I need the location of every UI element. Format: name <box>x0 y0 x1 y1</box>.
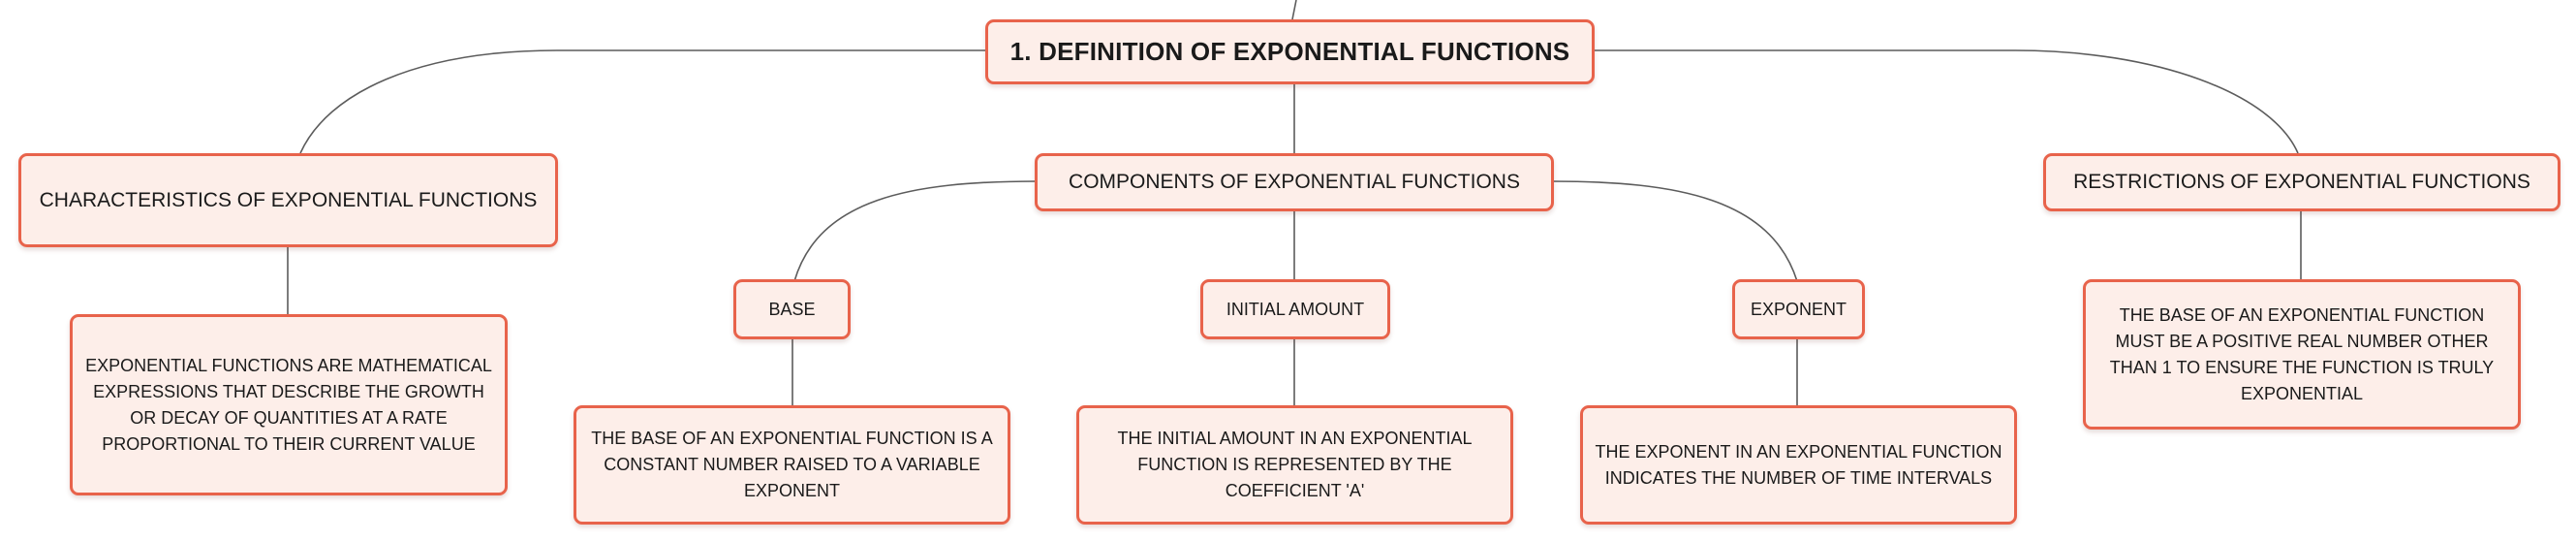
characteristics-detail-text: EXPONENTIAL FUNCTIONS ARE MATHEMATICAL E… <box>85 355 492 454</box>
initial-amount-node[interactable]: INITIAL AMOUNT <box>1200 279 1390 339</box>
root-topic-label: 1. DEFINITION OF EXPONENTIAL FUNCTIONS <box>1009 37 1570 66</box>
characteristics-label: CHARACTERISTICS OF EXPONENTIAL FUNCTIONS <box>39 188 538 211</box>
restrictions-detail-node[interactable]: THE BASE OF AN EXPONENTIAL FUNCTION MUST… <box>2083 279 2521 430</box>
components-node[interactable]: COMPONENTS OF EXPONENTIAL FUNCTIONS <box>1035 153 1554 211</box>
exponent-detail-text: THE EXPONENT IN AN EXPONENTIAL FUNCTION … <box>1595 441 2002 488</box>
exponent-detail-node[interactable]: THE EXPONENT IN AN EXPONENTIAL FUNCTION … <box>1580 405 2017 525</box>
base-detail-node[interactable]: THE BASE OF AN EXPONENTIAL FUNCTION IS A… <box>574 405 1010 525</box>
initial-amount-detail-text: THE INITIAL AMOUNT IN AN EXPONENTIAL FUN… <box>1117 429 1473 500</box>
base-node[interactable]: BASE <box>733 279 851 339</box>
connector-root-to-restrictions <box>1594 49 2299 154</box>
base-detail-text: THE BASE OF AN EXPONENTIAL FUNCTION IS A… <box>591 429 993 500</box>
components-label: COMPONENTS OF EXPONENTIAL FUNCTIONS <box>1069 171 1520 193</box>
initial-amount-detail-node[interactable]: THE INITIAL AMOUNT IN AN EXPONENTIAL FUN… <box>1076 405 1513 525</box>
characteristics-node[interactable]: CHARACTERISTICS OF EXPONENTIAL FUNCTIONS <box>18 153 558 247</box>
restrictions-node[interactable]: RESTRICTIONS OF EXPONENTIAL FUNCTIONS <box>2043 153 2560 211</box>
connector-components-to-exponent <box>1551 180 1798 282</box>
restrictions-label: RESTRICTIONS OF EXPONENTIAL FUNCTIONS <box>2073 171 2530 193</box>
exponent-node[interactable]: EXPONENT <box>1732 279 1865 339</box>
root-topic-node[interactable]: 1. DEFINITION OF EXPONENTIAL FUNCTIONS <box>985 19 1595 84</box>
connector-components-to-base <box>793 180 1038 282</box>
base-label: BASE <box>768 299 816 319</box>
exponent-label: EXPONENT <box>1750 299 1847 319</box>
connector-root-to-characteristics <box>299 49 986 154</box>
initial-amount-label: INITIAL AMOUNT <box>1226 299 1365 319</box>
restrictions-detail-text: THE BASE OF AN EXPONENTIAL FUNCTION MUST… <box>2109 304 2495 403</box>
characteristics-detail-node[interactable]: EXPONENTIAL FUNCTIONS ARE MATHEMATICAL E… <box>70 314 508 495</box>
connector-parent-to-root <box>1291 0 1297 20</box>
